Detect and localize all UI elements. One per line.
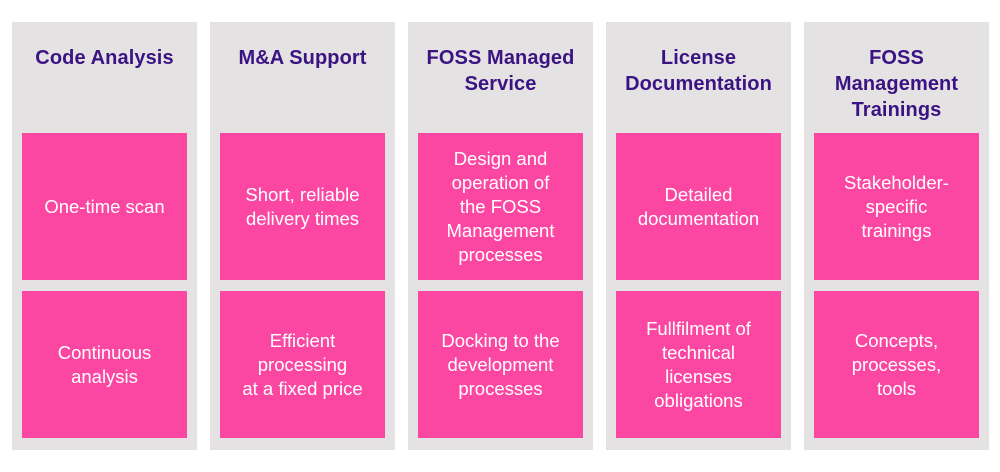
feature-box: Continuous analysis	[22, 291, 187, 438]
column-code-analysis: Code Analysis One-time scan Continuous a…	[12, 22, 197, 450]
column-foss-managed-service: FOSS Managed Service Design and operatio…	[408, 22, 593, 450]
column-title: FOSS Management Trainings	[834, 47, 959, 121]
column-ma-support: M&A Support Short, reliable delivery tim…	[210, 22, 395, 450]
column-license-documentation: License Documentation Detailed documenta…	[606, 22, 791, 450]
feature-box: Concepts, processes, tools	[814, 291, 979, 438]
column-title: Code Analysis	[35, 47, 174, 69]
feature-box: Short, reliable delivery times	[220, 133, 385, 280]
feature-box: Fullfilment of technical licenses obliga…	[616, 291, 781, 438]
services-overview: Code Analysis One-time scan Continuous a…	[12, 22, 989, 450]
feature-box: Docking to the development processes	[418, 291, 583, 438]
feature-box: Detailed documentation	[616, 133, 781, 280]
feature-box: Efficient processing at a fixed price	[220, 291, 385, 438]
column-title: M&A Support	[238, 47, 367, 69]
feature-box: Design and operation of the FOSS Managem…	[418, 133, 583, 280]
feature-box: Stakeholder- specific trainings	[814, 133, 979, 280]
column-foss-management-trainings: FOSS Management Trainings Stakeholder- s…	[804, 22, 989, 450]
column-title: FOSS Managed Service	[426, 47, 575, 95]
feature-box: One-time scan	[22, 133, 187, 280]
column-title: License Documentation	[625, 47, 772, 95]
